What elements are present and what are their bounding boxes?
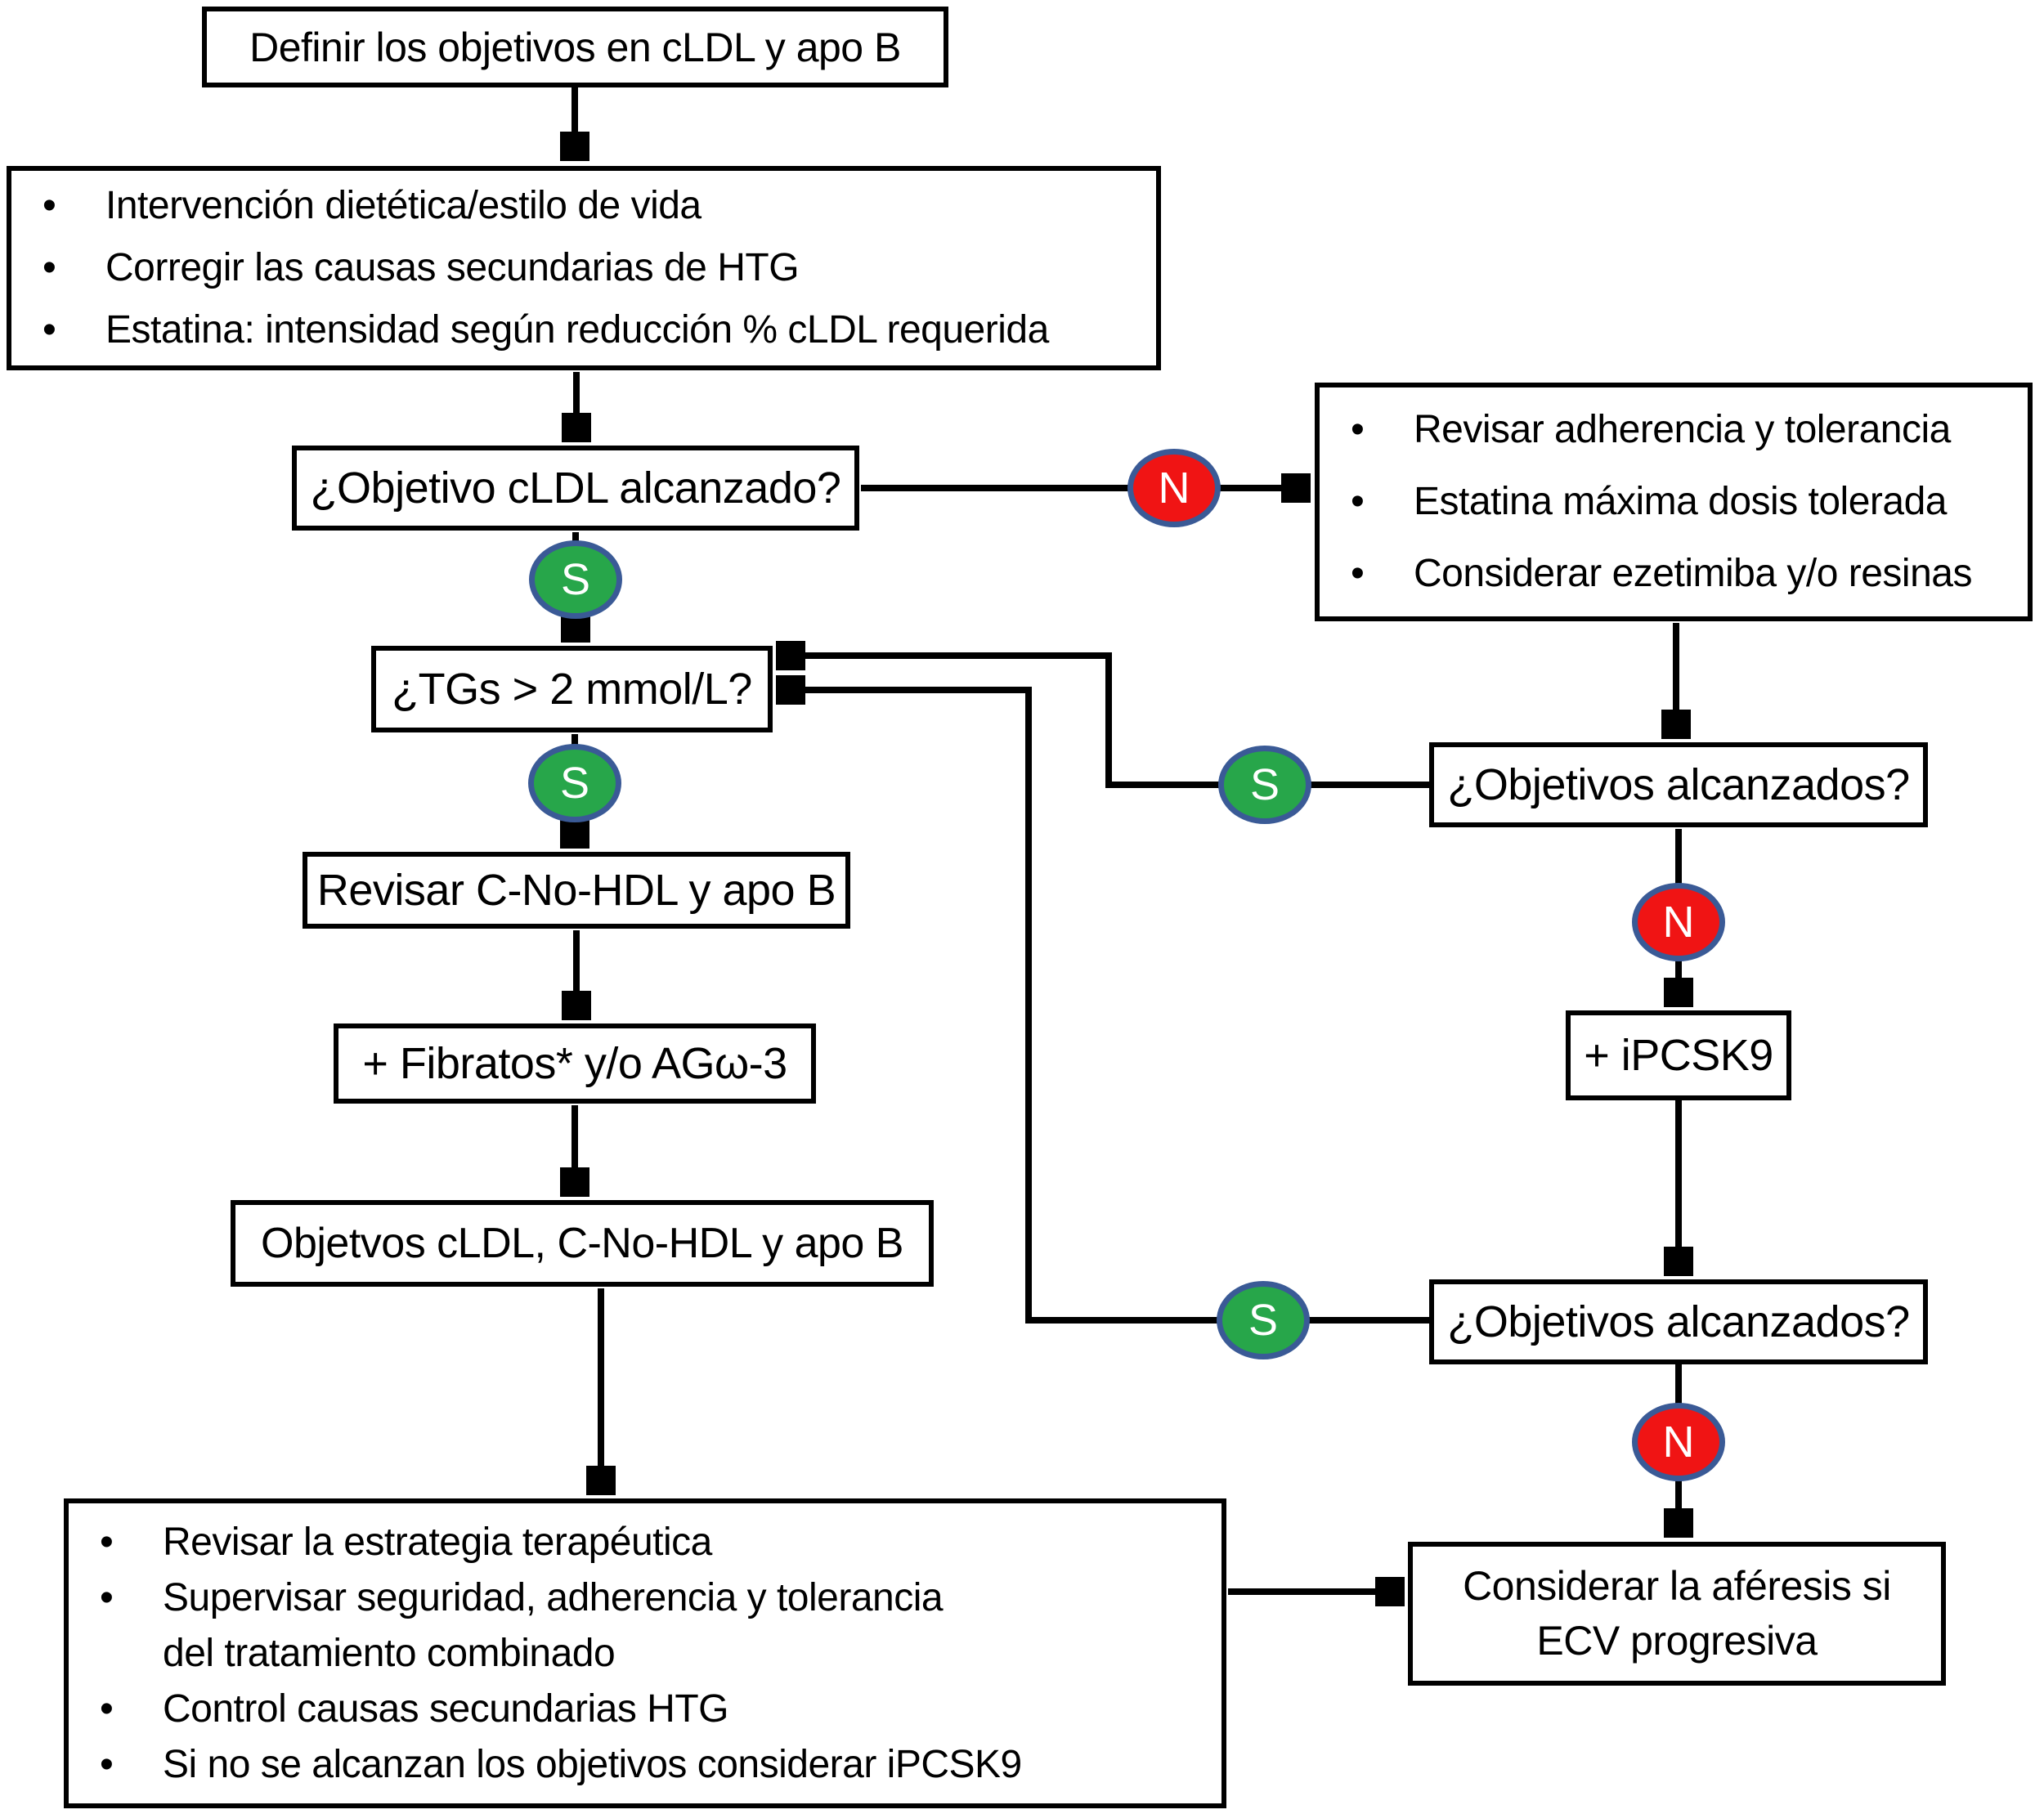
- bullet-item: Considerar ezetimiba y/o resinas: [1320, 538, 2028, 610]
- bullet-item: Supervisar seguridad, adherencia y toler…: [69, 1570, 1221, 1682]
- node-label: Definir los objetivos en cLDL y apo B: [249, 24, 901, 70]
- decision-yes-goals-question-1: S: [1218, 746, 1311, 824]
- node-label: Objetvos cLDL, C-No-HDL y apo B: [261, 1220, 903, 1267]
- decision-label: N: [1662, 898, 1695, 947]
- node-label: ¿Objetivos alcanzados?: [1447, 1297, 1910, 1346]
- decision-label: N: [1158, 464, 1190, 513]
- bullet-item: Control causas secundarias HTG: [69, 1682, 1221, 1737]
- connector-goals-q1-yes-to-tg-question: [783, 656, 1431, 788]
- bullet-list: Revisar la estrategia terapéutica Superv…: [69, 1515, 1221, 1793]
- node-strategy: Revisar la estrategia terapéutica Superv…: [64, 1498, 1226, 1808]
- node-ipcsk9: + iPCSK9: [1566, 1010, 1791, 1100]
- bullet-item: Intervención dietética/estilo de vida: [11, 175, 1156, 237]
- decision-label: N: [1662, 1418, 1695, 1467]
- node-ldl-goal-question: ¿Objetivo cLDL alcanzado?: [292, 446, 859, 531]
- node-define-goals: Definir los objetivos en cLDL y apo B: [202, 7, 948, 87]
- decision-label: S: [1249, 760, 1280, 809]
- decision-label: S: [560, 555, 591, 604]
- node-label: ¿Objetivos alcanzados?: [1447, 760, 1910, 809]
- bullet-item: Estatina: intensidad según reducción % c…: [11, 299, 1156, 361]
- node-label: ¿Objetivo cLDL alcanzado?: [310, 464, 841, 513]
- decision-no-after-ldl-question: N: [1127, 449, 1221, 527]
- decision-no-goals-question-2: N: [1632, 1403, 1725, 1481]
- node-goals-question-1: ¿Objetivos alcanzados?: [1429, 742, 1928, 827]
- decision-no-goals-question-1: N: [1632, 883, 1725, 961]
- bullet-list: Revisar adherencia y tolerancia Estatina…: [1320, 394, 2028, 610]
- node-label: Revisar C-No-HDL y apo B: [316, 866, 836, 915]
- node-review-nonhdl: Revisar C-No-HDL y apo B: [303, 852, 850, 929]
- bullet-item: Corregir las causas secundarias de HTG: [11, 237, 1156, 299]
- decision-label: S: [559, 759, 590, 808]
- node-label: + Fibratos* y/o AGω-3: [362, 1039, 787, 1088]
- node-label: Considerar la aféresis si ECV progresiva: [1463, 1562, 1891, 1664]
- decision-yes-after-tg-question: S: [528, 744, 621, 822]
- bullet-item: Estatina máxima dosis tolerada: [1320, 466, 2028, 538]
- decision-label: S: [1248, 1296, 1279, 1345]
- decision-yes-after-ldl-question: S: [529, 540, 622, 619]
- bullet-item: Si no se alcanzan los objetivos consider…: [69, 1737, 1221, 1793]
- node-goals-all: Objetvos cLDL, C-No-HDL y apo B: [231, 1200, 934, 1287]
- node-goals-question-2: ¿Objetivos alcanzados?: [1429, 1279, 1928, 1364]
- decision-yes-goals-question-2: S: [1217, 1281, 1310, 1359]
- node-fibrates: + Fibratos* y/o AGω-3: [334, 1023, 816, 1104]
- bullet-item: Revisar la estrategia terapéutica: [69, 1515, 1221, 1570]
- bullet-list: Intervención dietética/estilo de vida Co…: [11, 175, 1156, 361]
- node-apheresis: Considerar la aféresis si ECV progresiva: [1408, 1542, 1946, 1686]
- node-adherence: Revisar adherencia y tolerancia Estatina…: [1315, 383, 2033, 621]
- node-label: + iPCSK9: [1584, 1031, 1773, 1080]
- node-tg-question: ¿TGs > 2 mmol/L?: [371, 646, 773, 732]
- node-label: ¿TGs > 2 mmol/L?: [392, 665, 752, 714]
- node-initial-plan: Intervención dietética/estilo de vida Co…: [7, 166, 1161, 370]
- bullet-item: Revisar adherencia y tolerancia: [1320, 394, 2028, 466]
